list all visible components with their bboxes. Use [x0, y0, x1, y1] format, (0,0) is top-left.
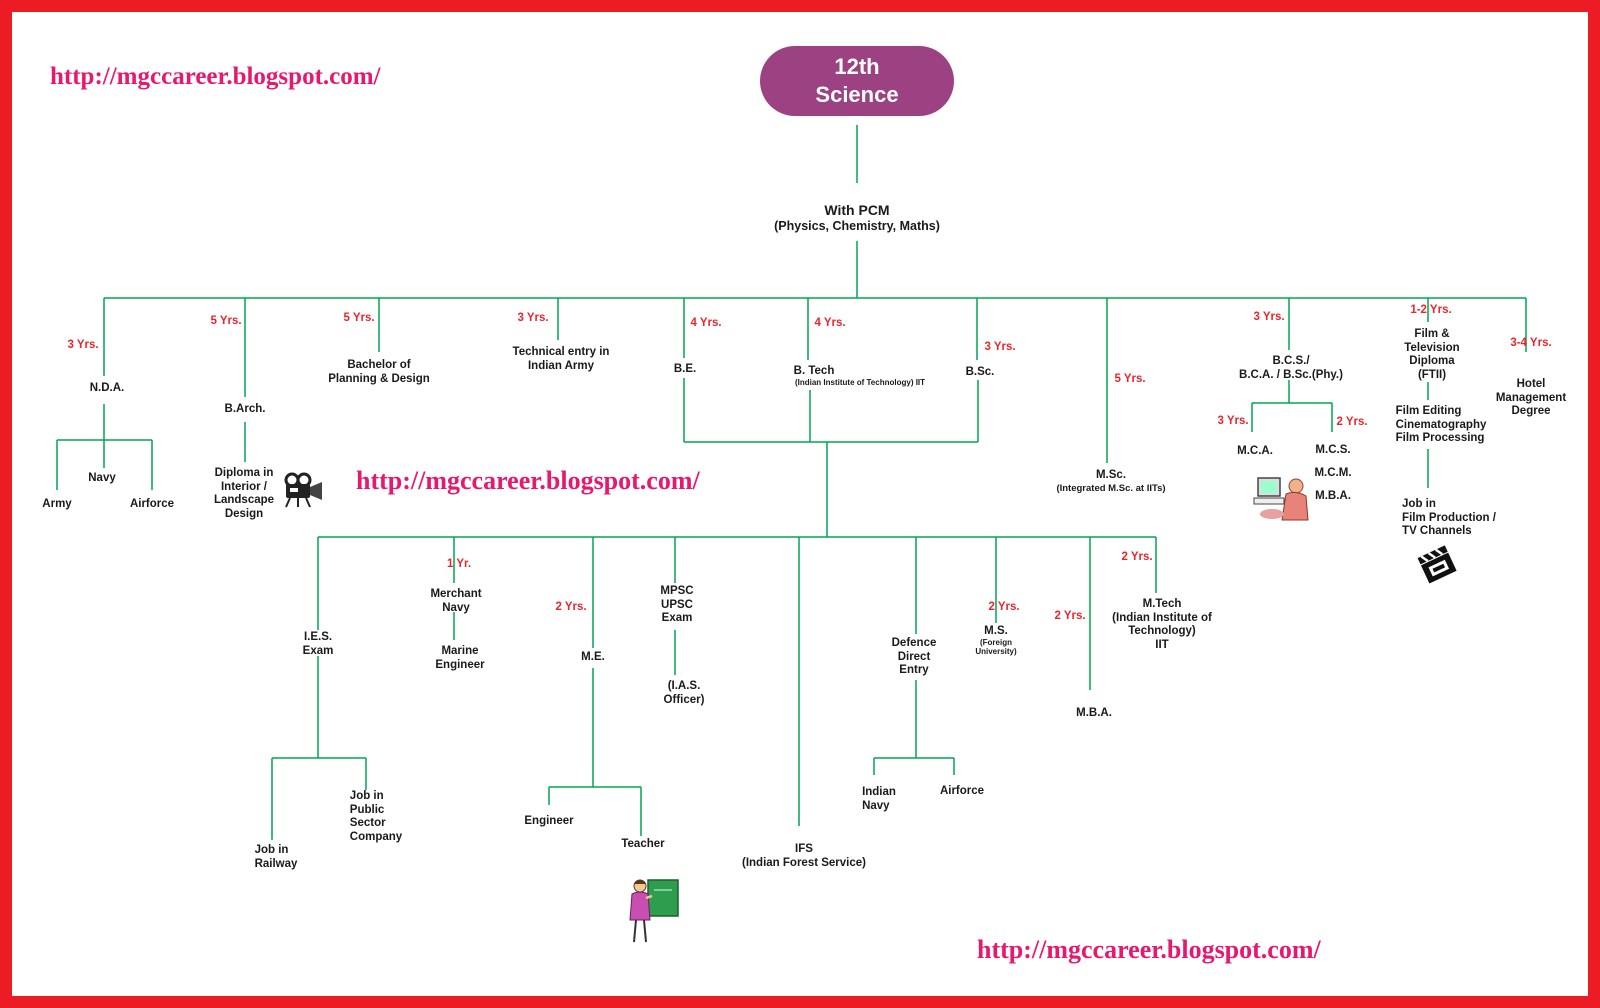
movie-camera-icon [284, 472, 322, 508]
duration-barch: 5 Yrs. [210, 315, 242, 327]
blog-url-top-left[interactable]: http://mgccareer.blogspot.com/ [50, 63, 381, 90]
blog-url-bottom-right[interactable]: http://mgccareer.blogspot.com/ [977, 935, 1321, 964]
duration-ms: 2 Yrs. [988, 601, 1020, 613]
node-army-technical: Technical entry in Indian Army [512, 346, 610, 372]
computer-user-icon [1253, 477, 1309, 521]
node-planning-design: Bachelor of Planning & Design [328, 359, 430, 385]
blog-url-middle[interactable]: http://mgccareer.blogspot.com/ [356, 466, 700, 495]
node-ifs: IFS (Indian Forest Service) [742, 843, 866, 869]
node-ms-sub: (Foreign University) [975, 638, 1017, 656]
node-job-public-sector: Job in Public Sector Company [349, 790, 403, 843]
node-barch: B.Arch. [224, 403, 266, 415]
duration-film: 1-2 Yrs. [1410, 304, 1452, 316]
node-defence-airforce: Airforce [939, 785, 985, 797]
node-indian-navy: Indian Navy [862, 786, 896, 812]
root-node-12th-science: 12th Science [760, 46, 954, 116]
teacher-blackboard-icon [629, 879, 679, 943]
node-be: B.E. [673, 363, 697, 375]
node-mcs: M.C.S. [1315, 444, 1351, 456]
duration-mca: 3 Yrs. [1217, 415, 1249, 427]
duration-btech: 4 Yrs. [814, 317, 846, 329]
stream-title: With PCM [824, 202, 890, 218]
node-job-railway: Job in Railway [254, 844, 298, 870]
duration-msc: 5 Yrs. [1114, 373, 1146, 385]
node-defence-direct-entry: Defence Direct Entry [891, 637, 937, 676]
node-merchant-navy: Merchant Navy [430, 588, 482, 614]
node-hotel-management: Hotel Management Degree [1495, 378, 1567, 417]
node-mtech: M.Tech (Indian Institute of Technology) … [1112, 598, 1212, 651]
node-engineer: Engineer [524, 815, 574, 827]
duration-planning: 5 Yrs. [343, 312, 375, 324]
node-mca: M.C.A. [1237, 445, 1273, 457]
node-airforce: Airforce [129, 498, 175, 510]
node-btech: B. Tech [793, 365, 835, 377]
duration-be: 4 Yrs. [690, 317, 722, 329]
node-ias-officer: (I.A.S. Officer) [663, 680, 705, 706]
duration-bcs: 3 Yrs. [1253, 311, 1285, 323]
node-mcm: M.C.M. [1314, 467, 1352, 479]
node-ies-exam: I.E.S. Exam [302, 631, 334, 657]
node-nda: N.D.A. [89, 382, 125, 394]
node-mpsc-upsc: MPSC UPSC Exam [660, 585, 694, 624]
node-film-diploma: Film & Television Diploma (FTII) [1404, 328, 1460, 381]
film-clapper-icon [1417, 545, 1457, 584]
node-army: Army [42, 498, 72, 510]
node-marine-engineer: Marine Engineer [435, 645, 485, 671]
node-film-skills: Film Editing Cinematography Film Process… [1395, 405, 1487, 444]
node-film-job: Job in Film Production / TV Channels [1402, 498, 1496, 537]
node-mba: M.B.A. [1076, 707, 1112, 719]
node-navy: Navy [88, 472, 116, 484]
node-mba-after-bcs: M.B.A. [1315, 490, 1351, 502]
duration-mcs: 2 Yrs. [1336, 416, 1368, 428]
node-ms: M.S. [984, 625, 1008, 637]
duration-hotel: 3-4 Yrs. [1510, 337, 1552, 349]
node-bsc: B.Sc. [965, 366, 995, 378]
duration-merchant: 1 Yr. [446, 558, 472, 570]
node-teacher: Teacher [621, 838, 665, 850]
duration-nda: 3 Yrs. [67, 339, 99, 351]
node-me: M.E. [581, 651, 605, 663]
duration-bsc: 3 Yrs. [984, 341, 1016, 353]
stream-subtitle: (Physics, Chemistry, Maths) [774, 219, 940, 233]
node-diploma-interior: Diploma in Interior / Landscape Design [213, 467, 275, 520]
duration-me: 2 Yrs. [555, 601, 587, 613]
node-bcs-bca-bsc: B.C.S./ B.C.A. / B.Sc.(Phy.) [1239, 355, 1343, 381]
duration-mtech: 2 Yrs. [1121, 551, 1153, 563]
node-msc-sub: (Integrated M.Sc. at IITs) [1056, 483, 1166, 494]
node-btech-sub: (Indian Institute of Technology) IIT [794, 378, 926, 387]
duration-mba: 2 Yrs. [1054, 610, 1086, 622]
node-msc: M.Sc. [1095, 469, 1127, 481]
duration-army-tech: 3 Yrs. [517, 312, 549, 324]
